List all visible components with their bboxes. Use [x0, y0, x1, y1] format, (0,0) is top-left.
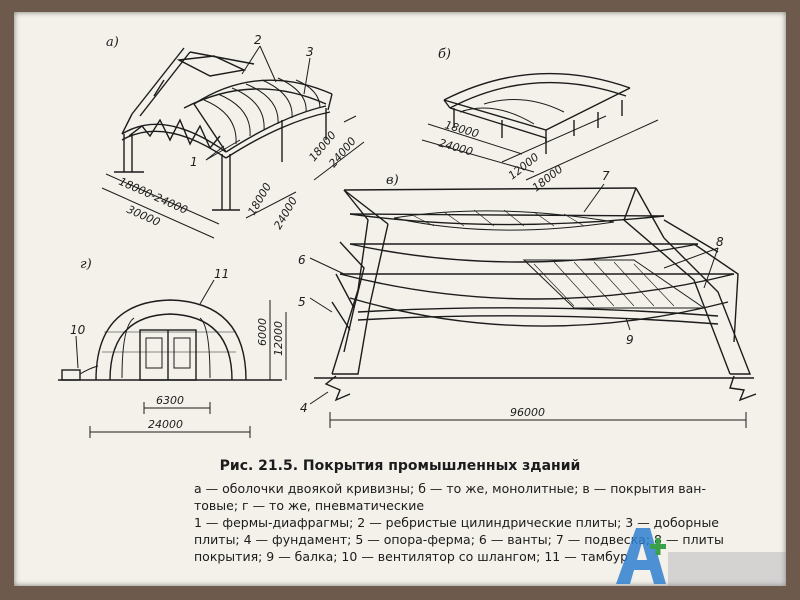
document-sheet: а) б) в) г) 1 2 3 4 5 6 7 8 9 10 11 1800…	[14, 12, 786, 586]
caption-line-3: 1 — фермы-диафрагмы; 2 — ребристые цилин…	[194, 515, 719, 530]
callout-8: 8	[716, 235, 724, 249]
caption-title: Рис. 21.5. Покрытия промышленных зданий	[219, 458, 581, 474]
dim-g-4: 24000	[148, 418, 183, 431]
dim-b-1: 18000	[443, 118, 480, 140]
callout-9: 9	[626, 333, 634, 347]
dim-g-2: 12000	[272, 321, 285, 356]
callout-10: 10	[70, 323, 86, 337]
figure-label-v: в)	[386, 173, 399, 188]
figure-b-monolithic	[421, 72, 659, 181]
figure-label-g: г)	[80, 257, 92, 272]
technical-drawing: а) б) в) г) 1 2 3 4 5 6 7 8 9 10 11 1800…	[58, 33, 757, 438]
dim-a-6: 24000	[271, 195, 300, 232]
figure-v-cable	[309, 183, 757, 428]
callout-1: 1	[190, 155, 198, 169]
caption-line-2: товые; г — то же, пневматические	[194, 498, 425, 513]
callout-2: 2	[254, 33, 262, 47]
watermark-logo-icon	[616, 528, 786, 586]
caption-line-5: покрытия; 9 — балка; 10 — вентилятор со …	[194, 549, 629, 564]
figure-label-a: а)	[106, 35, 119, 50]
dim-g-3: 6300	[156, 394, 184, 407]
caption-line-1: а — оболочки двоякой кривизны; б — то же…	[194, 481, 706, 496]
callout-7: 7	[602, 169, 610, 183]
figure-caption: Рис. 21.5. Покрытия промышленных зданий …	[14, 458, 786, 565]
callout-4: 4	[300, 401, 308, 415]
figure-g-pneumatic	[58, 279, 287, 438]
callout-3: 3	[306, 45, 314, 59]
dim-b-2: 24000	[437, 136, 474, 158]
figure-a-shells	[101, 45, 365, 239]
dim-b-3: 12000	[506, 151, 542, 183]
figure-label-b: б)	[438, 47, 451, 62]
callout-11: 11	[214, 267, 229, 281]
dim-v-1: 96000	[510, 406, 545, 419]
dim-b-4: 18000	[530, 163, 566, 195]
callout-5: 5	[298, 295, 306, 309]
caption-line-4: плиты; 4 — фундамент; 5 — опора-ферма; 6…	[194, 532, 724, 547]
callout-6: 6	[298, 253, 306, 267]
dim-g-1: 6000	[256, 318, 269, 346]
dim-a-5: 18000	[245, 181, 274, 218]
